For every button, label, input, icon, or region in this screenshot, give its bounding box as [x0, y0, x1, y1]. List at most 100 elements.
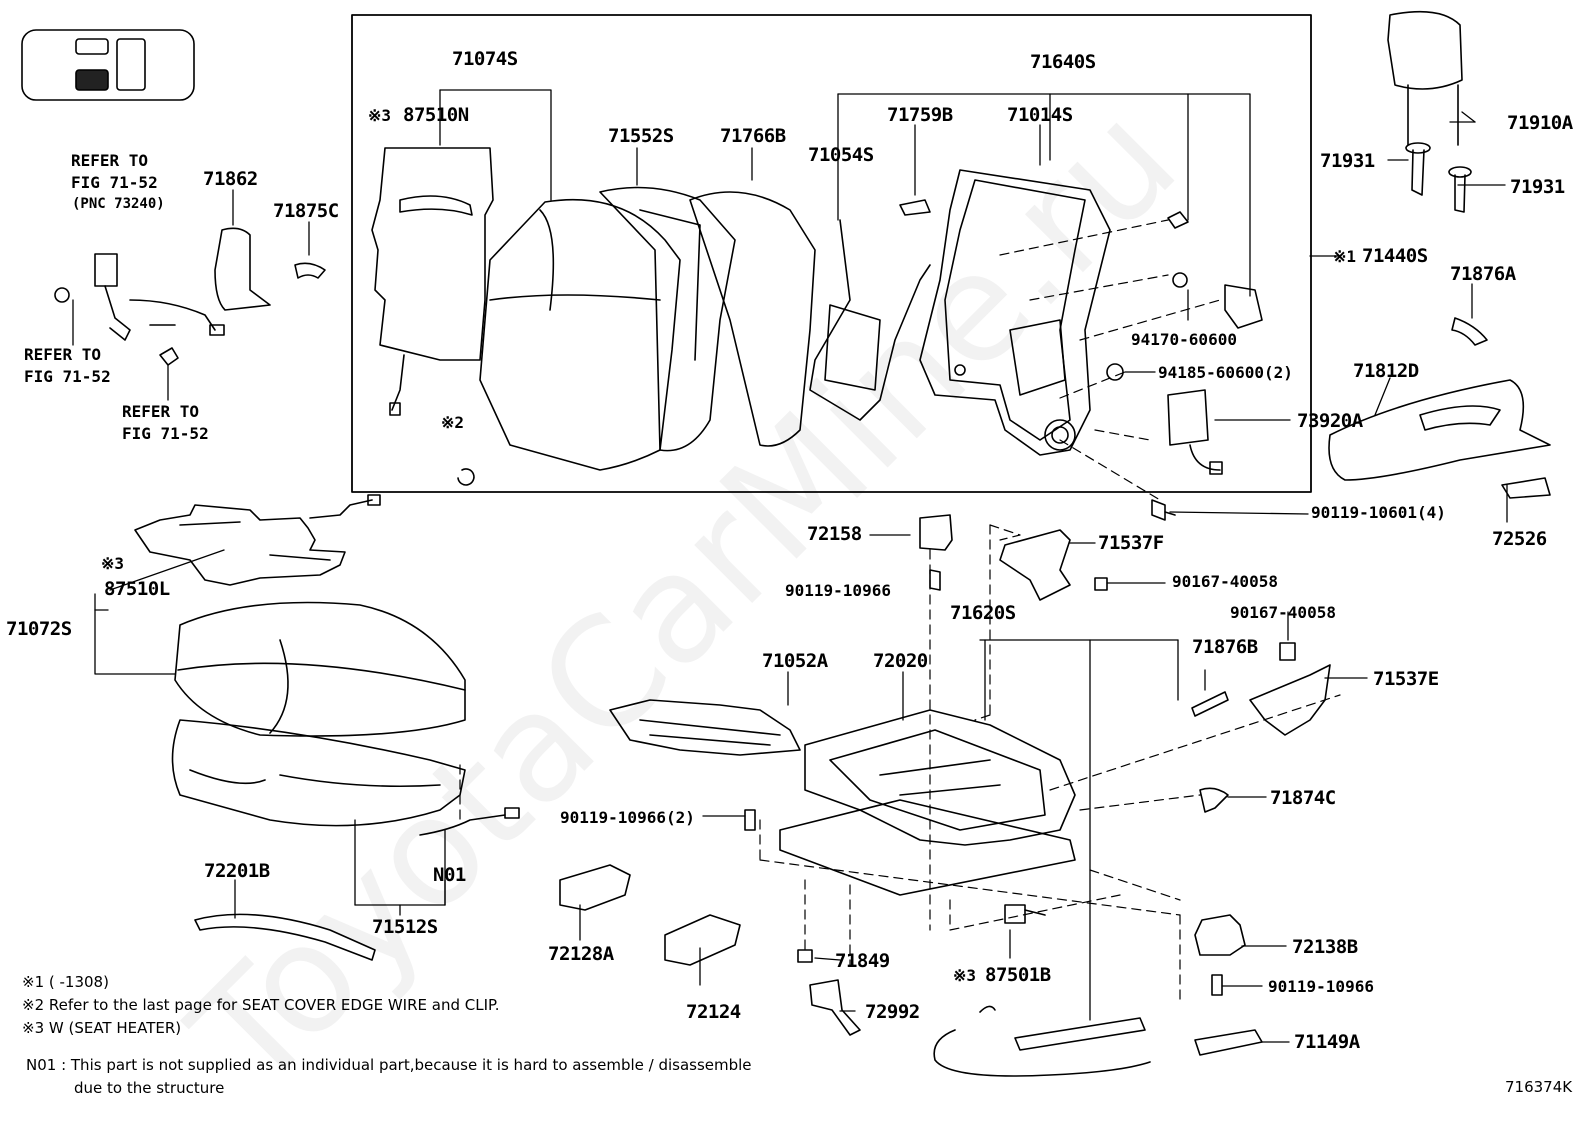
connector-icon	[1224, 284, 1263, 329]
clip-icon	[1167, 211, 1189, 229]
label-72526: 72526	[1492, 528, 1547, 550]
label-71759B: 71759B	[887, 104, 953, 126]
label-87501B: 87501B	[985, 964, 1051, 986]
cable-assembly	[933, 1005, 1151, 1077]
airbag-73920A	[1167, 389, 1223, 475]
note-2: ※2 Refer to the last page for SEAT COVER…	[22, 996, 500, 1014]
label-71931-right: 71931	[1510, 176, 1565, 198]
cover-71876A	[1451, 317, 1488, 346]
label-72020: 72020	[873, 650, 928, 672]
headrest-guide-71931-left	[1405, 142, 1431, 196]
bolt-90119-10966-icon	[929, 569, 941, 591]
label-71812D: 71812D	[1353, 360, 1419, 382]
vehicle-position-icon	[21, 29, 195, 101]
screw-90167-icon-1	[1094, 577, 1108, 591]
label-71074S: 71074S	[452, 48, 518, 70]
label-71072S: 71072S	[6, 618, 72, 640]
note-n01-line1: N01 : This part is not supplied as an in…	[26, 1056, 752, 1074]
label-90119-10601: 90119-10601(4)	[1311, 503, 1446, 522]
label-87510N: 87510N	[403, 104, 469, 126]
label-refer-to-b: REFER TO	[24, 345, 102, 364]
label-72201B: 72201B	[204, 860, 270, 882]
label-71875C: 71875C	[273, 200, 339, 222]
screw-90167-icon-2	[1279, 642, 1296, 661]
label-90167-40058-a: 90167-40058	[1172, 572, 1278, 591]
label-94185-60600: 94185-60600(2)	[1158, 363, 1293, 382]
bracket-72992	[809, 979, 861, 1036]
label-71552S: 71552S	[608, 125, 674, 147]
cover-72158	[919, 514, 953, 551]
seat-heater-switch-87501B	[1004, 904, 1046, 924]
leader-lines	[72, 89, 1508, 1043]
cushion-frame-72020	[779, 709, 1076, 896]
wire-72201B	[194, 913, 376, 961]
bolt-90119-10966-right-icon	[1211, 974, 1223, 996]
seatback-cover-71766B	[599, 186, 816, 452]
hinge-cover-71537E	[1249, 664, 1331, 736]
label-72158: 72158	[807, 523, 862, 545]
cushion-cover-71072S	[174, 601, 466, 737]
label-mark3-a: ※3	[368, 106, 392, 125]
figure-id: 716374K	[1505, 1078, 1573, 1096]
wire-N01	[419, 807, 520, 836]
note-n01-line2: due to the structure	[74, 1079, 225, 1097]
label-90119-10966: 90119-10966	[785, 581, 891, 600]
label-87510L: 87510L	[104, 578, 170, 600]
shield-71812D	[1328, 379, 1551, 481]
seatback-spring-71054S	[809, 219, 931, 421]
label-71512S: 71512S	[372, 916, 438, 938]
edge-clip-icon	[457, 468, 475, 486]
cover-71874C	[1199, 787, 1229, 813]
label-71537F: 71537F	[1098, 532, 1164, 554]
headrest-guide-71931-right	[1448, 166, 1472, 213]
label-fig-b: FIG 71-52	[24, 367, 111, 386]
label-71537E: 71537E	[1373, 668, 1439, 690]
label-N01: N01	[433, 864, 466, 886]
label-71876B: 71876B	[1192, 636, 1258, 658]
label-90167-40058-b: 90167-40058	[1230, 603, 1336, 622]
label-71014S: 71014S	[1007, 104, 1073, 126]
cushion-heater-87510L	[134, 494, 381, 586]
label-94170-60600: 94170-60600	[1131, 330, 1237, 349]
cover-71149A	[1194, 1029, 1263, 1056]
nut-94185-icon	[1106, 363, 1124, 381]
anchor-icon	[159, 347, 179, 366]
cover-72128A	[559, 864, 631, 911]
nut-left-icon	[54, 287, 70, 303]
label-71849: 71849	[835, 950, 890, 972]
label-fig-a: FIG 71-52	[71, 173, 158, 192]
belt-buckle-assembly	[94, 253, 225, 341]
label-71876A: 71876A	[1450, 263, 1516, 285]
label-71640S: 71640S	[1030, 51, 1096, 73]
cover-72138B	[1194, 914, 1246, 956]
label-mark1-71440S: ※1	[1333, 247, 1357, 266]
label-71862: 71862	[203, 168, 258, 190]
label-73920A: 73920A	[1297, 410, 1363, 432]
label-mark3-c: ※3	[953, 966, 977, 985]
assembly-dashed-lines	[459, 219, 1341, 1006]
label-71054S: 71054S	[808, 144, 874, 166]
label-71910A: 71910A	[1507, 112, 1573, 134]
cover-71875C	[294, 262, 326, 279]
cover-72526	[1501, 477, 1551, 499]
label-72124: 72124	[686, 1001, 741, 1023]
label-mark3-b: ※3	[101, 554, 125, 573]
parts-diagram	[21, 10, 1551, 1077]
cover-71876B	[1191, 691, 1229, 717]
label-72128A: 72128A	[548, 943, 614, 965]
label-refer-to-a: REFER TO	[71, 151, 149, 170]
clip-71849-icon	[797, 949, 813, 963]
label-refer-to-c: REFER TO	[122, 402, 200, 421]
label-71052A: 71052A	[762, 650, 828, 672]
label-71931-left: 71931	[1320, 150, 1375, 172]
label-90119-10966-2: 90119-10966(2)	[560, 808, 695, 827]
bracket-71759B	[899, 199, 931, 216]
cover-72124	[664, 914, 741, 966]
seatback-heater-87510N	[371, 147, 494, 416]
hinge-cover-71537F	[999, 529, 1071, 601]
label-fig-c: FIG 71-52	[122, 424, 209, 443]
cover-71862	[214, 227, 271, 311]
label-mark2: ※2	[441, 413, 465, 432]
seatback-group-box	[351, 14, 1312, 493]
label-pnc-73240: (PNC 73240)	[72, 196, 165, 212]
